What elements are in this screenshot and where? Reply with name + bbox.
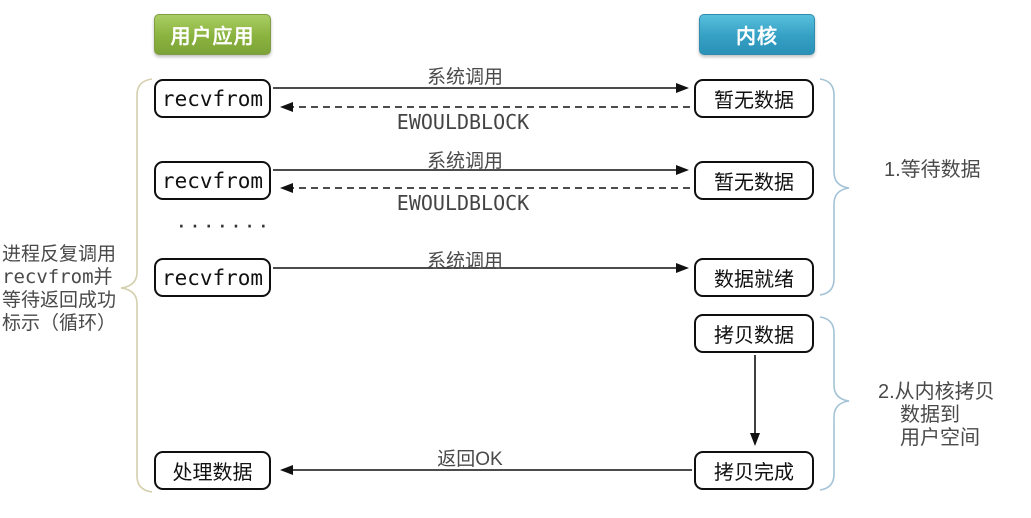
no-data-node-2: 暂无数据 xyxy=(694,161,814,200)
copy-done-node: 拷贝完成 xyxy=(694,451,814,490)
user-app-header: 用户应用 xyxy=(154,14,271,55)
recvfrom-node-3: recvfrom xyxy=(154,258,271,297)
left-note-line2: recvfrom并 xyxy=(2,266,116,289)
left-note-line4: 标示（循环） xyxy=(2,313,117,334)
process-data-node: 处理数据 xyxy=(154,451,271,490)
no-data-node-1: 暂无数据 xyxy=(694,79,814,118)
copy-note-line1: 2.从内核拷贝 xyxy=(878,381,995,403)
data-ready-node: 数据就绪 xyxy=(694,258,814,297)
recvfrom-node-1: recvfrom xyxy=(154,79,271,118)
ewouldblock-label-1: EWOULDBLOCK xyxy=(396,110,530,134)
left-note-line2-suffix: 并 xyxy=(93,267,113,288)
recvfrom-node-2: recvfrom xyxy=(154,161,271,200)
loop-ellipsis: ······· xyxy=(177,209,273,239)
syscall-label-1: 系统调用 xyxy=(426,67,504,88)
copy-note-line2: 数据到 xyxy=(900,404,960,426)
left-note-line1: 进程反复调用 xyxy=(2,244,117,265)
right-brace-wait-data xyxy=(819,78,850,296)
copy-data-note: 2.从内核拷贝 数据到 用户空间 xyxy=(878,381,995,450)
return-ok-label: 返回OK xyxy=(437,449,503,470)
copy-data-node: 拷贝数据 xyxy=(694,314,814,353)
ewouldblock-label-2: EWOULDBLOCK xyxy=(396,191,530,215)
kernel-header: 内核 xyxy=(699,14,815,55)
left-loop-note: 进程反复调用 recvfrom并 等待返回成功 标示（循环） xyxy=(2,243,116,335)
left-loop-brace xyxy=(120,78,153,493)
copy-note-line3: 用户空间 xyxy=(900,427,980,449)
syscall-label-3: 系统调用 xyxy=(426,251,504,272)
wait-data-note: 1.等待数据 xyxy=(884,159,981,181)
right-brace-copy-data xyxy=(819,316,850,491)
left-note-line3: 等待返回成功 xyxy=(2,290,117,311)
syscall-label-2: 系统调用 xyxy=(426,151,504,172)
left-note-recvfrom-code: recvfrom xyxy=(2,266,94,288)
